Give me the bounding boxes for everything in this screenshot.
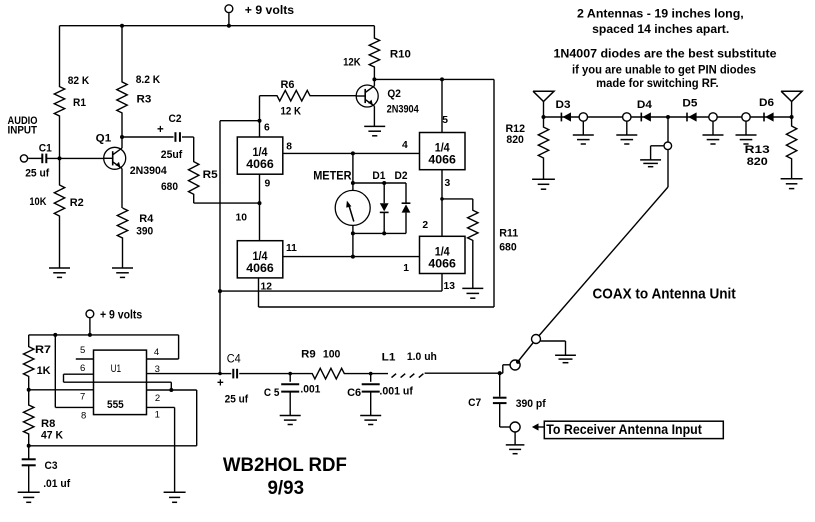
- svg-text:12: 12: [261, 281, 273, 292]
- svg-text:+ 9 volts: + 9 volts: [100, 309, 142, 321]
- svg-text:1N4007 diodes are the best sub: 1N4007 diodes are the best substitute: [554, 47, 777, 61]
- svg-text:6: 6: [264, 123, 270, 134]
- svg-text:.01 uf: .01 uf: [43, 478, 70, 490]
- svg-text:R10: R10: [390, 49, 411, 61]
- svg-text:C6: C6: [347, 387, 361, 399]
- svg-text:1: 1: [403, 263, 409, 274]
- svg-text:2: 2: [155, 393, 160, 404]
- svg-text:R9: R9: [301, 348, 316, 360]
- svg-text:.001: .001: [300, 384, 320, 396]
- svg-text:INPUT: INPUT: [8, 125, 38, 137]
- svg-text:8: 8: [81, 411, 86, 422]
- svg-text:+: +: [217, 378, 224, 390]
- svg-text:R5: R5: [203, 169, 218, 181]
- svg-text:D2: D2: [395, 170, 408, 182]
- svg-text:4066: 4066: [246, 261, 274, 275]
- svg-text:R2: R2: [70, 197, 84, 209]
- svg-text:R1: R1: [73, 97, 86, 109]
- svg-text:R13: R13: [745, 144, 770, 156]
- svg-text:2N3904: 2N3904: [130, 165, 168, 177]
- svg-text:5: 5: [80, 345, 85, 356]
- svg-text:R8: R8: [41, 418, 55, 430]
- svg-text:100: 100: [323, 348, 341, 360]
- svg-text:555: 555: [107, 399, 124, 411]
- svg-text:4: 4: [402, 140, 408, 151]
- svg-text:C1: C1: [39, 143, 52, 155]
- svg-text:spaced 14 inches apart.: spaced 14 inches apart.: [592, 22, 729, 36]
- svg-text:R12: R12: [506, 123, 526, 135]
- svg-text:820: 820: [747, 156, 768, 168]
- svg-text:C7: C7: [468, 397, 481, 409]
- svg-text:C2: C2: [169, 113, 182, 125]
- svg-text:WB2HOL RDF: WB2HOL RDF: [223, 454, 347, 476]
- svg-text:25uf: 25uf: [161, 149, 183, 161]
- svg-text:11: 11: [286, 243, 297, 254]
- svg-text:3: 3: [155, 364, 160, 375]
- svg-text:12 K: 12 K: [281, 106, 302, 118]
- svg-text:COAX to Antenna Unit: COAX to Antenna Unit: [593, 286, 736, 303]
- svg-text:9: 9: [265, 179, 271, 190]
- svg-text:1/4: 1/4: [253, 145, 268, 159]
- svg-text:13: 13: [444, 281, 456, 292]
- svg-text:C3: C3: [45, 460, 58, 472]
- svg-text:Q2: Q2: [387, 88, 401, 100]
- svg-text:390: 390: [136, 226, 153, 238]
- svg-text:+ 9 volts: + 9 volts: [245, 3, 295, 17]
- svg-text:1K: 1K: [37, 365, 51, 377]
- svg-text:To Receiver Antenna Input: To Receiver Antenna Input: [546, 421, 702, 437]
- svg-text:C 5: C 5: [264, 387, 280, 399]
- svg-text:390 pf: 390 pf: [516, 398, 546, 410]
- svg-text:if you are unable to get PIN d: if you are unable to get PIN diodes: [572, 63, 756, 77]
- svg-text:.001 uf: .001 uf: [379, 386, 413, 398]
- svg-text:R7: R7: [35, 344, 51, 356]
- svg-text:METER: METER: [313, 169, 351, 183]
- svg-text:L1: L1: [382, 352, 396, 364]
- svg-text:R11: R11: [499, 228, 518, 240]
- svg-text:C4: C4: [227, 352, 241, 366]
- svg-text:R4: R4: [139, 213, 154, 225]
- svg-text:10: 10: [236, 212, 248, 223]
- svg-text:4: 4: [154, 347, 159, 358]
- svg-text:1: 1: [155, 410, 160, 421]
- svg-text:R3: R3: [137, 94, 152, 106]
- svg-text:12K: 12K: [343, 56, 361, 68]
- svg-text:U1: U1: [111, 363, 122, 375]
- svg-text:D3: D3: [556, 99, 571, 111]
- svg-text:25 uf: 25 uf: [25, 167, 49, 179]
- svg-text:2 Antennas - 19 inches long,: 2 Antennas - 19 inches long,: [577, 6, 744, 20]
- svg-text:4066: 4066: [428, 153, 456, 167]
- svg-text:2N3904: 2N3904: [387, 103, 420, 115]
- svg-text:25 uf: 25 uf: [225, 394, 249, 406]
- svg-text:D4: D4: [637, 99, 653, 111]
- svg-text:2: 2: [422, 220, 428, 231]
- svg-text:47 K: 47 K: [41, 429, 63, 441]
- svg-text:8.2 K: 8.2 K: [136, 74, 161, 86]
- svg-text:1.0 uh: 1.0 uh: [407, 351, 437, 363]
- svg-text:10K: 10K: [29, 196, 46, 208]
- svg-text:680: 680: [161, 181, 178, 193]
- svg-text:D5: D5: [682, 98, 697, 110]
- svg-text:1/4: 1/4: [253, 249, 268, 263]
- svg-text:82 K: 82 K: [68, 75, 90, 87]
- svg-text:4066: 4066: [246, 157, 274, 171]
- svg-text:made for switching RF.: made for switching RF.: [596, 76, 719, 90]
- svg-text:7: 7: [80, 391, 85, 402]
- svg-text:D1: D1: [372, 170, 385, 182]
- svg-text:3: 3: [445, 178, 451, 189]
- svg-text:1/4: 1/4: [435, 245, 450, 259]
- svg-text:AUDIO: AUDIO: [8, 115, 38, 127]
- svg-text:D6: D6: [759, 97, 774, 109]
- svg-text:5: 5: [442, 115, 448, 126]
- svg-text:680: 680: [499, 242, 517, 254]
- svg-text:9/93: 9/93: [268, 477, 305, 499]
- svg-text:R6: R6: [281, 79, 295, 91]
- svg-text:8: 8: [286, 141, 292, 152]
- svg-text:6: 6: [80, 363, 85, 374]
- svg-text:1/4: 1/4: [435, 141, 450, 155]
- svg-text:+: +: [157, 124, 164, 136]
- svg-text:Q1: Q1: [96, 132, 112, 144]
- svg-text:820: 820: [506, 134, 524, 146]
- svg-text:4066: 4066: [428, 257, 456, 271]
